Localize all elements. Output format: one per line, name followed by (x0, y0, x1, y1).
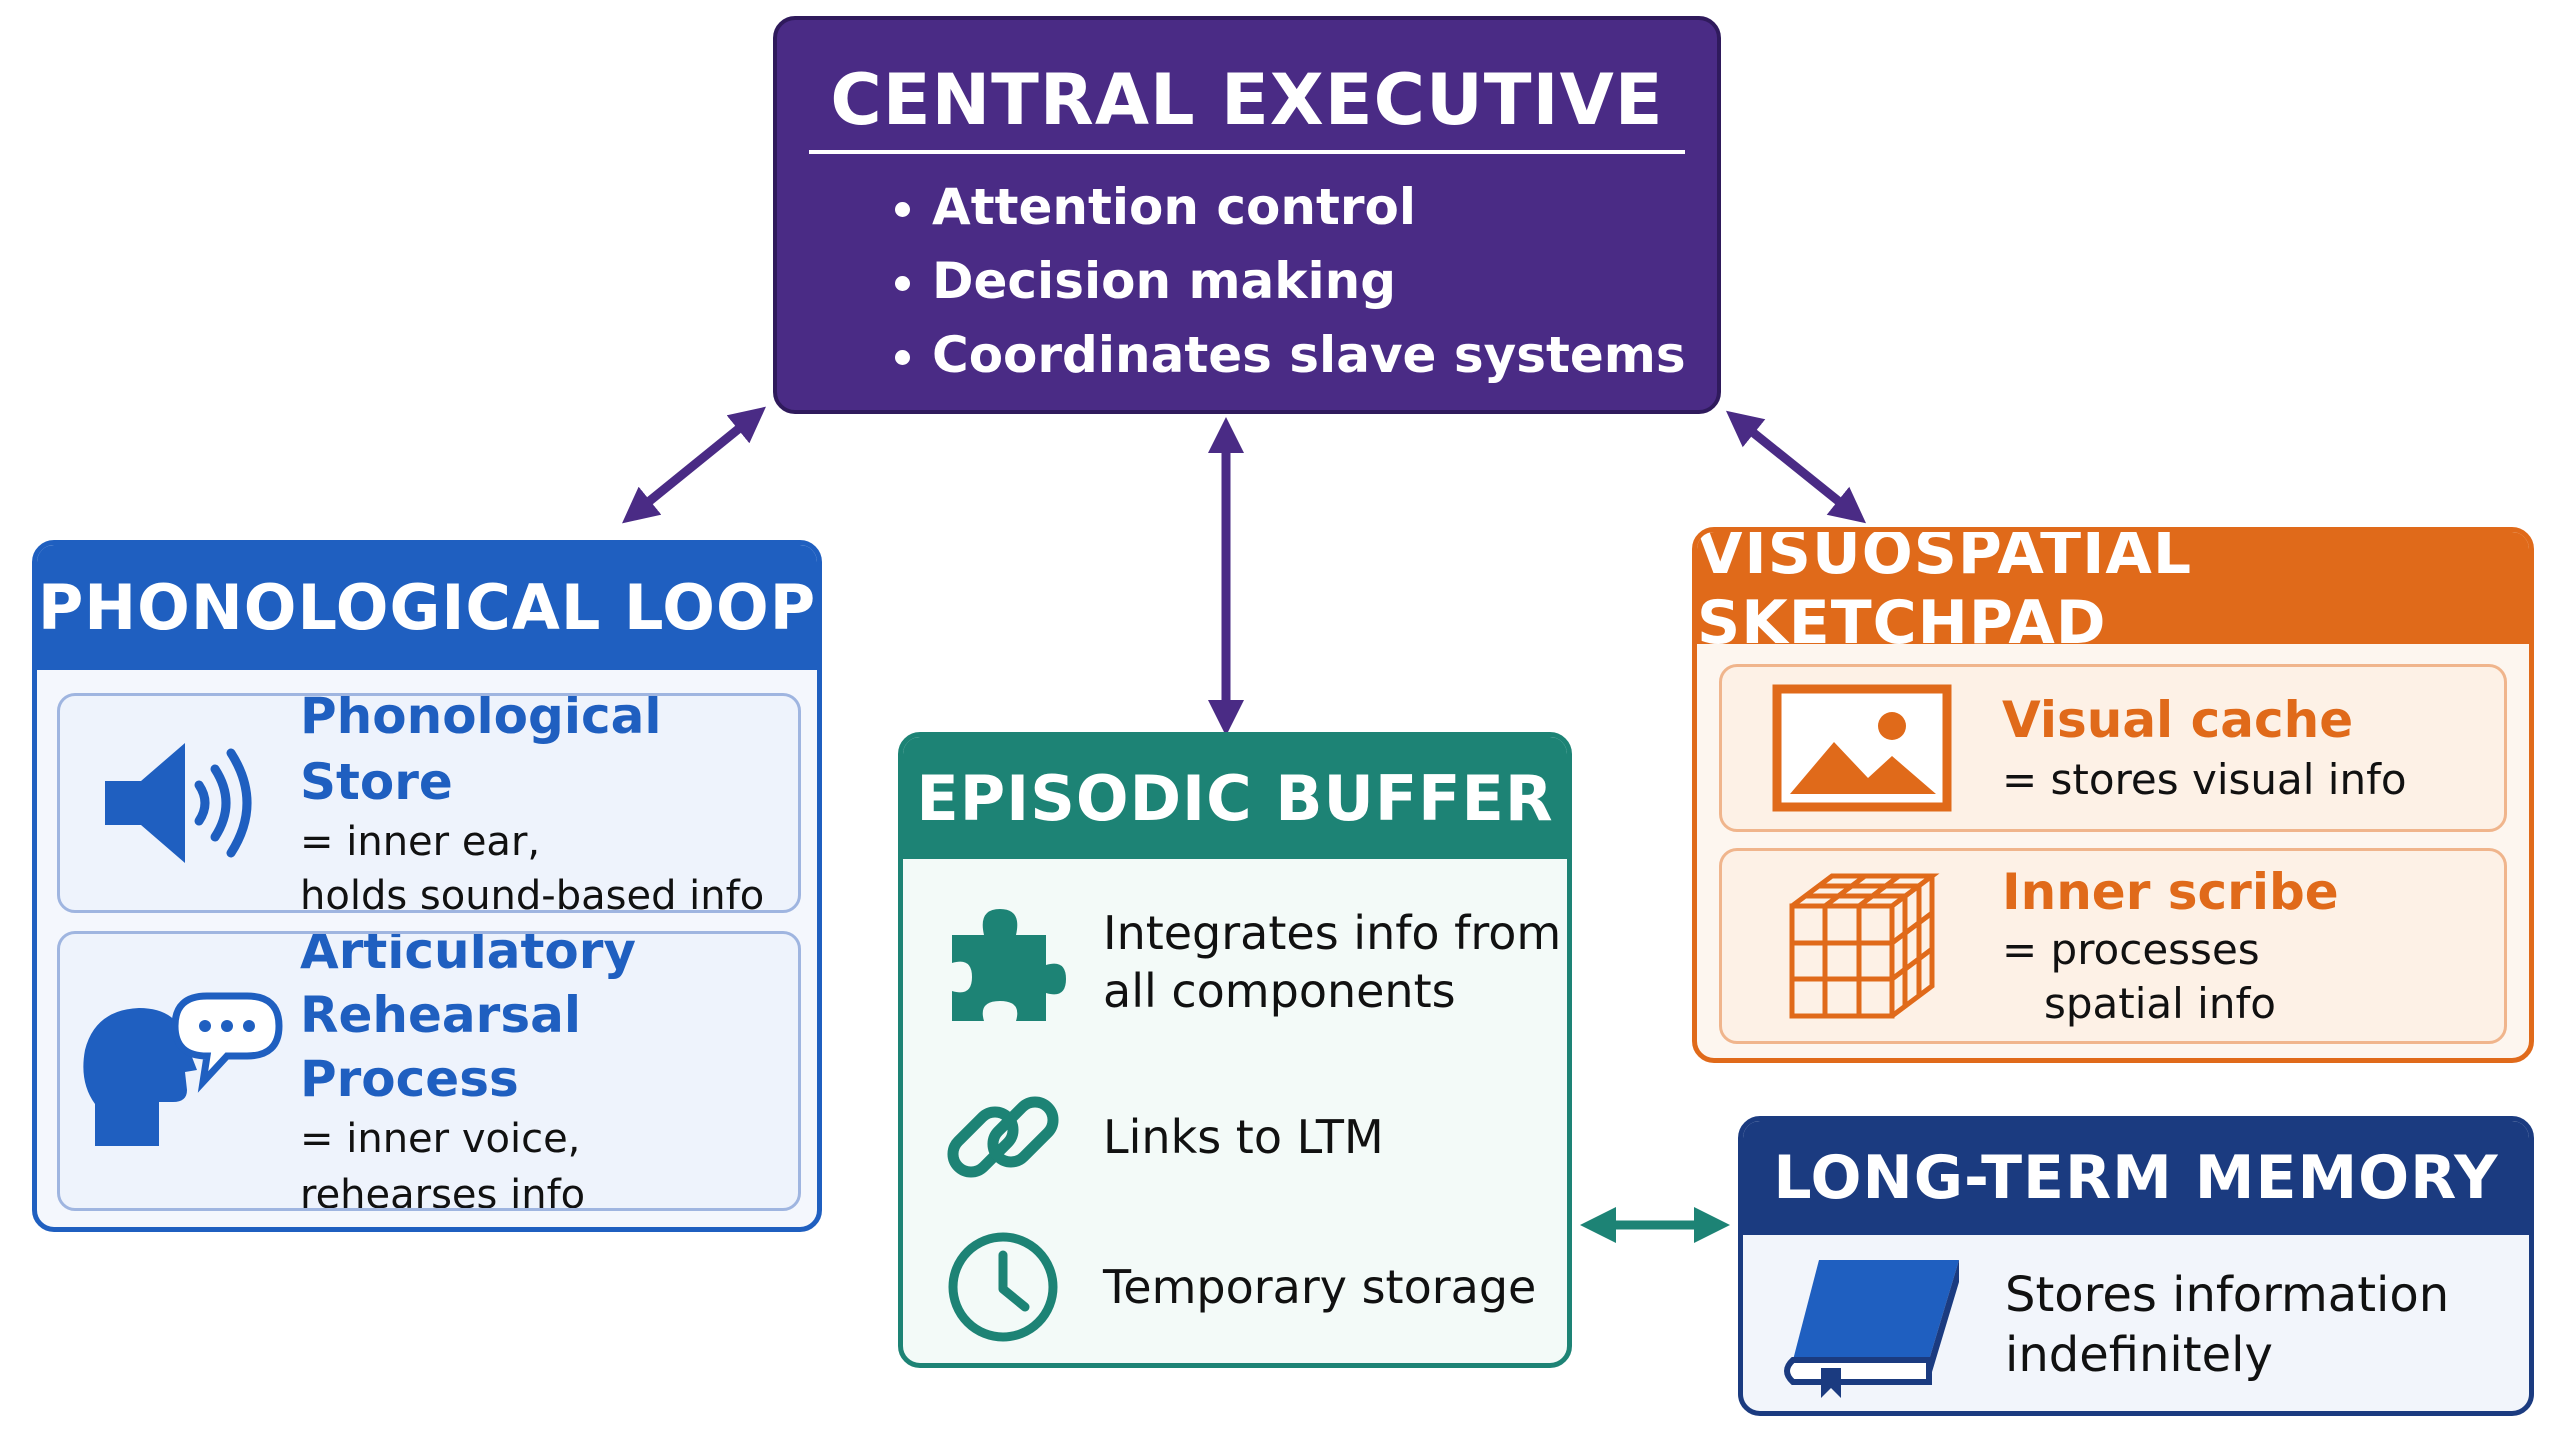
arrow-ce-visuospatial (1725, 410, 1867, 524)
inner-scribe-desc-2: spatial info (2044, 979, 2276, 1028)
visual-cache-desc: = stores visual info (2002, 755, 2407, 804)
episodic-item-links: Links to LTM (903, 1067, 1567, 1207)
ce-item-decision: Decision making (932, 244, 1717, 318)
chain-link-icon (903, 1072, 1103, 1202)
episodic-item-links-text: Links to LTM (1103, 1110, 1384, 1164)
visuospatial-sketchpad-title: VISUOSPATIAL SKETCHPAD (1697, 532, 2529, 658)
long-term-memory-box: LONG-TERM MEMORY Stores information inde… (1738, 1116, 2534, 1416)
phonological-store-title: Phonological Store (300, 693, 662, 811)
articulatory-desc-1: = inner voice, (300, 1116, 581, 1162)
episodic-item-temporary-text: Temporary storage (1103, 1260, 1537, 1314)
articulatory-desc-2: rehearses info (300, 1172, 586, 1211)
visual-cache-title: Visual cache (2002, 691, 2354, 749)
episodic-item-integrates-line-2: all components (1103, 964, 1456, 1018)
central-executive-list: Attention control Decision making Coordi… (777, 170, 1717, 392)
long-term-memory-title: LONG-TERM MEMORY (1743, 1121, 2529, 1235)
central-executive-title: CENTRAL EXECUTIVE (830, 59, 1664, 141)
inner-scribe-desc-1: = processes (2002, 925, 2260, 974)
long-term-memory-line-1: Stores information (2005, 1267, 2450, 1323)
phonological-store-desc-1: = inner ear, (300, 819, 541, 865)
phonological-loop-box: PHONOLOGICAL LOOP Phonological Store = i… (32, 540, 822, 1232)
central-executive-box: CENTRAL EXECUTIVE Attention control Deci… (773, 16, 1721, 414)
ce-item-coordinates: Coordinates slave systems (932, 318, 1717, 392)
articulatory-rehearsal-panel: Articulatory Rehearsal Process = inner v… (57, 931, 801, 1211)
inner-scribe-title: Inner scribe (2002, 863, 2339, 921)
inner-scribe-panel: Inner scribe = processes spatial info (1719, 848, 2507, 1044)
phonological-store-panel: Phonological Store = inner ear, holds so… (57, 693, 801, 913)
episodic-item-integrates-line-1: Integrates info from (1103, 906, 1562, 960)
visual-cache-panel: Visual cache = stores visual info (1719, 664, 2507, 832)
ce-item-attention: Attention control (932, 170, 1717, 244)
phonological-loop-title: PHONOLOGICAL LOOP (37, 545, 817, 670)
arrow-ce-phonological (622, 406, 766, 524)
articulatory-title-2: Rehearsal Process (300, 986, 581, 1108)
phonological-store-desc-2: holds sound-based info (300, 873, 765, 913)
image-icon (1722, 684, 2002, 812)
episodic-item-integrates: Integrates info from all components (903, 887, 1567, 1037)
speaking-head-icon (60, 934, 300, 1208)
articulatory-title-1: Articulatory (300, 931, 637, 980)
cube-grid-icon (1722, 866, 2002, 1026)
speaker-icon (60, 696, 300, 910)
long-term-memory-content: Stores information indefinitely (1743, 1239, 2529, 1411)
episodic-buffer-box: EPISODIC BUFFER Integrates info from all… (898, 732, 1572, 1368)
visuospatial-sketchpad-box: VISUOSPATIAL SKETCHPAD Visual cache = st… (1692, 527, 2534, 1063)
episodic-buffer-title: EPISODIC BUFFER (903, 737, 1567, 859)
book-icon (1743, 1250, 2005, 1400)
long-term-memory-line-2: indefinitely (2005, 1327, 2273, 1383)
central-executive-divider (809, 150, 1685, 154)
episodic-item-temporary: Temporary storage (903, 1217, 1567, 1357)
puzzle-icon (903, 897, 1103, 1027)
clock-icon (903, 1227, 1103, 1347)
